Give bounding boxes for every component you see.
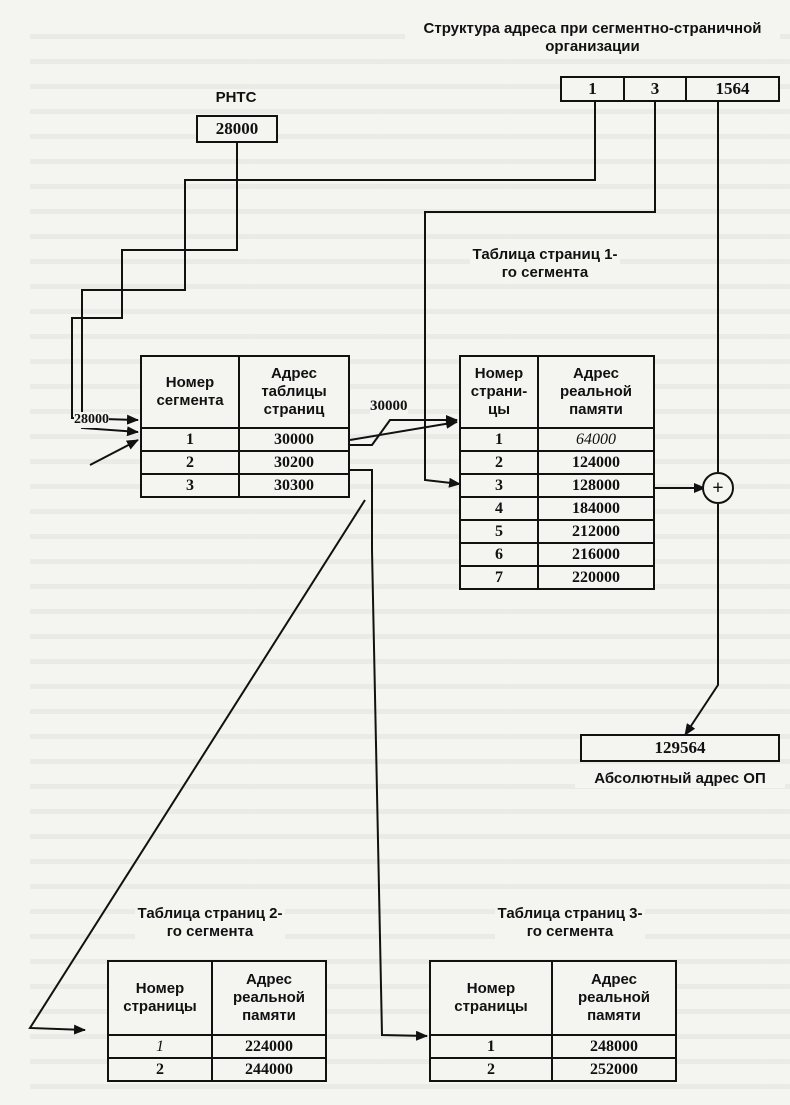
real-address-cell: 64000 bbox=[537, 427, 655, 452]
absolute-address-result: 129564 bbox=[580, 734, 780, 762]
address-field-segment: 1 bbox=[560, 76, 625, 102]
page-table-1-title: Таблица страниц 1-го сегмента bbox=[470, 246, 620, 282]
absolute-address-caption: Абсолютный адрес ОП bbox=[575, 770, 785, 788]
table-row: 3 30300 bbox=[140, 473, 350, 498]
page-number-cell: 2 bbox=[107, 1057, 213, 1082]
segment-table-header-segment: Номер сегмента bbox=[140, 355, 240, 429]
segment-number-cell: 3 bbox=[140, 473, 240, 498]
real-address-cell: 184000 bbox=[537, 496, 655, 521]
rhts-register: 28000 bbox=[196, 115, 278, 143]
page-table-1-header-address: Адрес реальной памяти bbox=[537, 355, 655, 429]
address-field-page: 3 bbox=[623, 76, 687, 102]
real-address-cell: 244000 bbox=[211, 1057, 327, 1082]
page-table-address-cell: 30000 bbox=[238, 427, 350, 452]
page-number-cell: 1 bbox=[459, 427, 539, 452]
page-number-cell: 2 bbox=[429, 1057, 553, 1082]
segment-number-cell: 2 bbox=[140, 450, 240, 475]
segment-number-cell: 1 bbox=[140, 427, 240, 452]
real-address-cell: 220000 bbox=[537, 565, 655, 590]
adder-symbol: + bbox=[712, 477, 724, 499]
page-table-2-header-page: Номер страницы bbox=[107, 960, 213, 1036]
page-table-2-header-address: Адрес реальной памяти bbox=[211, 960, 327, 1036]
real-address-cell: 224000 bbox=[211, 1034, 327, 1059]
address-field-offset: 1564 bbox=[685, 76, 780, 102]
rhts-label: РНТС bbox=[215, 89, 257, 106]
wire-label-28000: 28000 bbox=[74, 412, 109, 428]
real-address-cell: 128000 bbox=[537, 473, 655, 498]
real-address-cell: 248000 bbox=[551, 1034, 677, 1059]
real-address-cell: 216000 bbox=[537, 542, 655, 567]
page-table-address-cell: 30300 bbox=[238, 473, 350, 498]
table-row: 1 30000 bbox=[140, 427, 350, 452]
page-number-cell: 1 bbox=[107, 1034, 213, 1059]
page-table-address-cell: 30200 bbox=[238, 450, 350, 475]
real-address-cell: 212000 bbox=[537, 519, 655, 544]
real-address-cell: 252000 bbox=[551, 1057, 677, 1082]
real-address-cell: 124000 bbox=[537, 450, 655, 475]
page-number-cell: 6 bbox=[459, 542, 539, 567]
page-number-cell: 2 bbox=[459, 450, 539, 475]
page-table-2-title: Таблица страниц 2-го сегмента bbox=[135, 905, 285, 941]
page-table-3-title: Таблица страниц 3-го сегмента bbox=[495, 905, 645, 941]
page-number-cell: 1 bbox=[429, 1034, 553, 1059]
segment-table: Номер сегмента Адрес таблицы страниц 1 3… bbox=[140, 355, 350, 498]
table-row: 2 30200 bbox=[140, 450, 350, 475]
page-number-cell: 7 bbox=[459, 565, 539, 590]
page-table-1-header-page: Номер страни-цы bbox=[459, 355, 539, 429]
page-table-3-header-address: Адрес реальной памяти bbox=[551, 960, 677, 1036]
page-number-cell: 4 bbox=[459, 496, 539, 521]
segment-table-header-address: Адрес таблицы страниц bbox=[238, 355, 350, 429]
page-number-cell: 3 bbox=[459, 473, 539, 498]
wire-label-30000: 30000 bbox=[370, 398, 408, 415]
page-number-cell: 5 bbox=[459, 519, 539, 544]
page-table-3-header-page: Номер страницы bbox=[429, 960, 553, 1036]
address-structure-title: Структура адреса при сегментно-странично… bbox=[405, 20, 780, 56]
